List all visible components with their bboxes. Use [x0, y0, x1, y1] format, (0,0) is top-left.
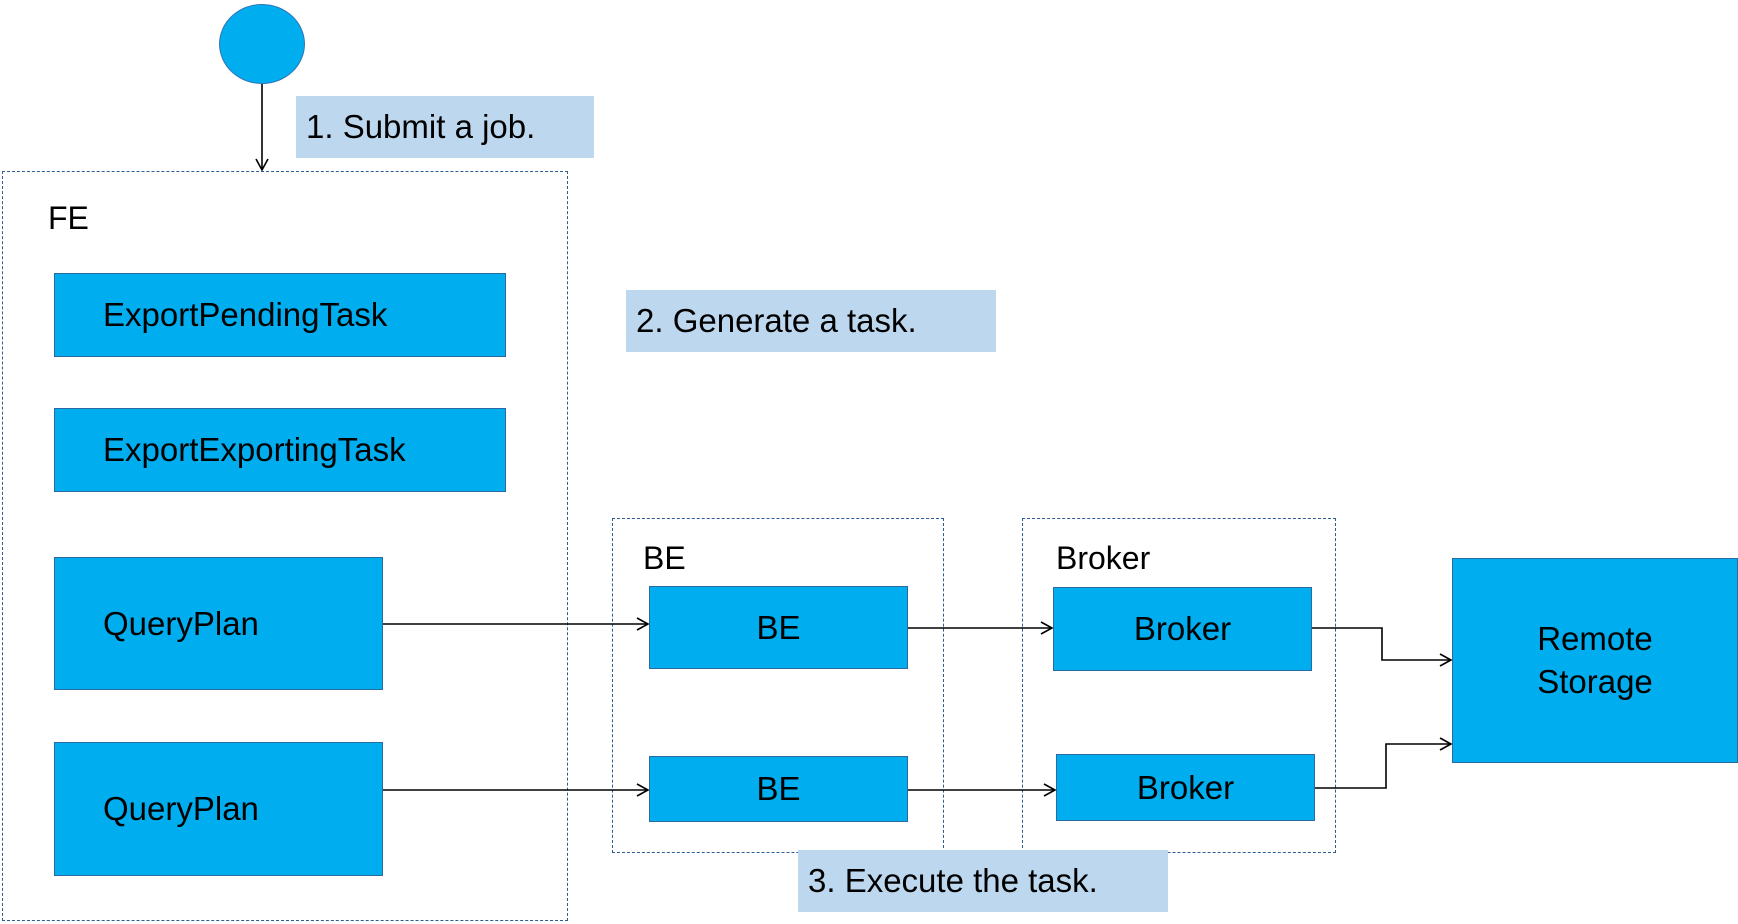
- note-execute-task: 3. Execute the task.: [798, 850, 1168, 912]
- query-plan-box-1: QueryPlan: [54, 557, 383, 690]
- remote-storage-line-2: Storage: [1537, 662, 1653, 700]
- note-execute-task-text: 3. Execute the task.: [808, 862, 1098, 899]
- broker-node-1-label: Broker: [1133, 610, 1232, 647]
- note-generate-task-text: 2. Generate a task.: [636, 302, 917, 339]
- note-submit-job-text: 1. Submit a job.: [306, 108, 536, 145]
- start-node: [219, 4, 305, 84]
- export-pending-task-label: ExportPendingTask: [103, 296, 388, 333]
- be-node-1-label: BE: [756, 608, 801, 646]
- export-exporting-task-label: ExportExportingTask: [103, 431, 406, 468]
- fe-group: [2, 171, 568, 921]
- be-group: [612, 518, 944, 853]
- note-generate-task: 2. Generate a task.: [626, 290, 996, 352]
- broker-node-2: Broker: [1056, 754, 1315, 821]
- export-exporting-task-box: ExportExportingTask: [54, 408, 506, 492]
- be-node-1: BE: [649, 586, 908, 669]
- query-plan-box-2: QueryPlan: [54, 742, 383, 876]
- broker-group-label: Broker: [1056, 540, 1151, 576]
- be-group-label: BE: [643, 540, 686, 576]
- broker-node-1: Broker: [1053, 587, 1312, 671]
- export-pending-task-box: ExportPendingTask: [54, 273, 506, 357]
- query-plan-label-2: QueryPlan: [103, 790, 259, 827]
- query-plan-label-1: QueryPlan: [103, 604, 259, 642]
- broker-group: [1022, 518, 1336, 853]
- fe-group-label: FE: [48, 200, 89, 236]
- broker-node-2-label: Broker: [1136, 768, 1235, 806]
- be-node-2: BE: [649, 756, 908, 822]
- be-node-2-label: BE: [756, 770, 801, 807]
- remote-storage-box: Remote Storage: [1452, 558, 1738, 763]
- remote-storage-line-1: Remote: [1537, 619, 1653, 657]
- note-submit-job: 1. Submit a job.: [296, 96, 594, 158]
